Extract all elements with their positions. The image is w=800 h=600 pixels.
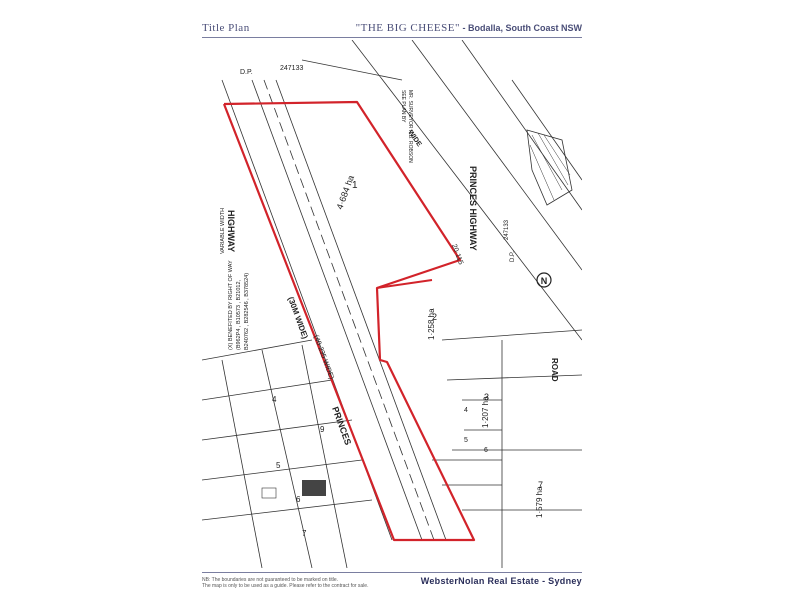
title-plan-map: N D.P. 247133 1 4·684 ha 2 1·258 ha 3 1·… (202, 40, 582, 568)
lot-1-area: 4·684 ha (334, 174, 356, 211)
agency-name: WebsterNolan Real Estate - Sydney (420, 576, 582, 586)
lot-sw-9: 9 (320, 425, 325, 434)
surveyor-note: MR. SURVEYOR R.B. ROBSON (407, 90, 413, 163)
road-width-label-2: (40·235 WIDE) (312, 334, 335, 380)
road-label: ROAD (550, 358, 559, 382)
lot-divider-boundary (376, 279, 433, 289)
highway-label-right: PRINCES HIGHWAY (468, 166, 478, 251)
page-title: Title Plan (202, 22, 250, 34)
property-boundary (222, 100, 476, 542)
north-arrow-icon: N (536, 272, 552, 288)
lot-2-number: 2 (432, 312, 437, 322)
road-lines (202, 40, 582, 568)
svg-text:B240762 , B282546 , B378524): B240762 , B282546 , B378524) (244, 273, 250, 350)
svg-text:(X) BENEFITED BY RIGHT OF WAY: (X) BENEFITED BY RIGHT OF WAY (228, 260, 234, 350)
lot-5-small: 5 (464, 437, 468, 444)
lot-7-area: 1·579 ha (535, 486, 544, 518)
hatched-area (526, 129, 573, 206)
property-title: "THE BIG CHEESE" - Bodalla, South Coast … (356, 22, 582, 34)
survey-plan-drawing: N D.P. 247133 1 4·684 ha 2 1·258 ha 3 1·… (202, 40, 582, 568)
dp-label: D.P. (240, 69, 253, 76)
disclaimer-line-1: NB: The boundaries are not guaranteed to… (202, 577, 339, 583)
dp-number: 247133 (280, 65, 303, 72)
dp-right-number: 247133 (504, 219, 510, 240)
dp-right-label: D.P. (510, 251, 516, 262)
disclaimer: NB: The boundaries are not guaranteed to… (202, 577, 402, 589)
lot-sw-4: 4 (272, 395, 277, 404)
highway-label-left: HIGHWAY (226, 210, 236, 252)
property-name: "THE BIG CHEESE" (355, 22, 460, 34)
lot-sw-6: 6 (296, 495, 301, 504)
lot-2-area: 1·258 ha (427, 308, 436, 340)
lot-sw-5: 5 (276, 461, 281, 470)
right-of-way-note: VARIABLE WIDTH (X) BENEFITED BY RIGHT OF… (220, 208, 250, 350)
road-width-label: (30M WIDE) (286, 296, 310, 341)
building-outline (261, 487, 277, 499)
svg-text:(B962P4 , B10573 , B21012,: (B962P4 , B10573 , B21012, (236, 280, 242, 350)
lot-1-number: 1 (352, 180, 358, 191)
lot-sw-7: 7 (302, 529, 307, 538)
lot-6-small: 6 (484, 447, 488, 454)
footer-rule (202, 572, 582, 573)
lot-7-number: 7 (538, 480, 543, 490)
building-block (302, 480, 326, 496)
header-rule (202, 37, 582, 38)
see-plan-note: SEE PLAN BY (400, 90, 406, 123)
lot-4-small: 4 (464, 407, 468, 414)
lot-3-area: 1·207 ha (481, 396, 490, 428)
svg-text:N: N (541, 276, 548, 286)
property-location: - Bodalla, South Coast NSW (459, 23, 582, 33)
lot-3-number: 3 (484, 392, 489, 402)
disclaimer-line-2: The map is only to be used as a guide. P… (202, 583, 369, 589)
svg-text:VARIABLE WIDTH: VARIABLE WIDTH (220, 208, 226, 254)
